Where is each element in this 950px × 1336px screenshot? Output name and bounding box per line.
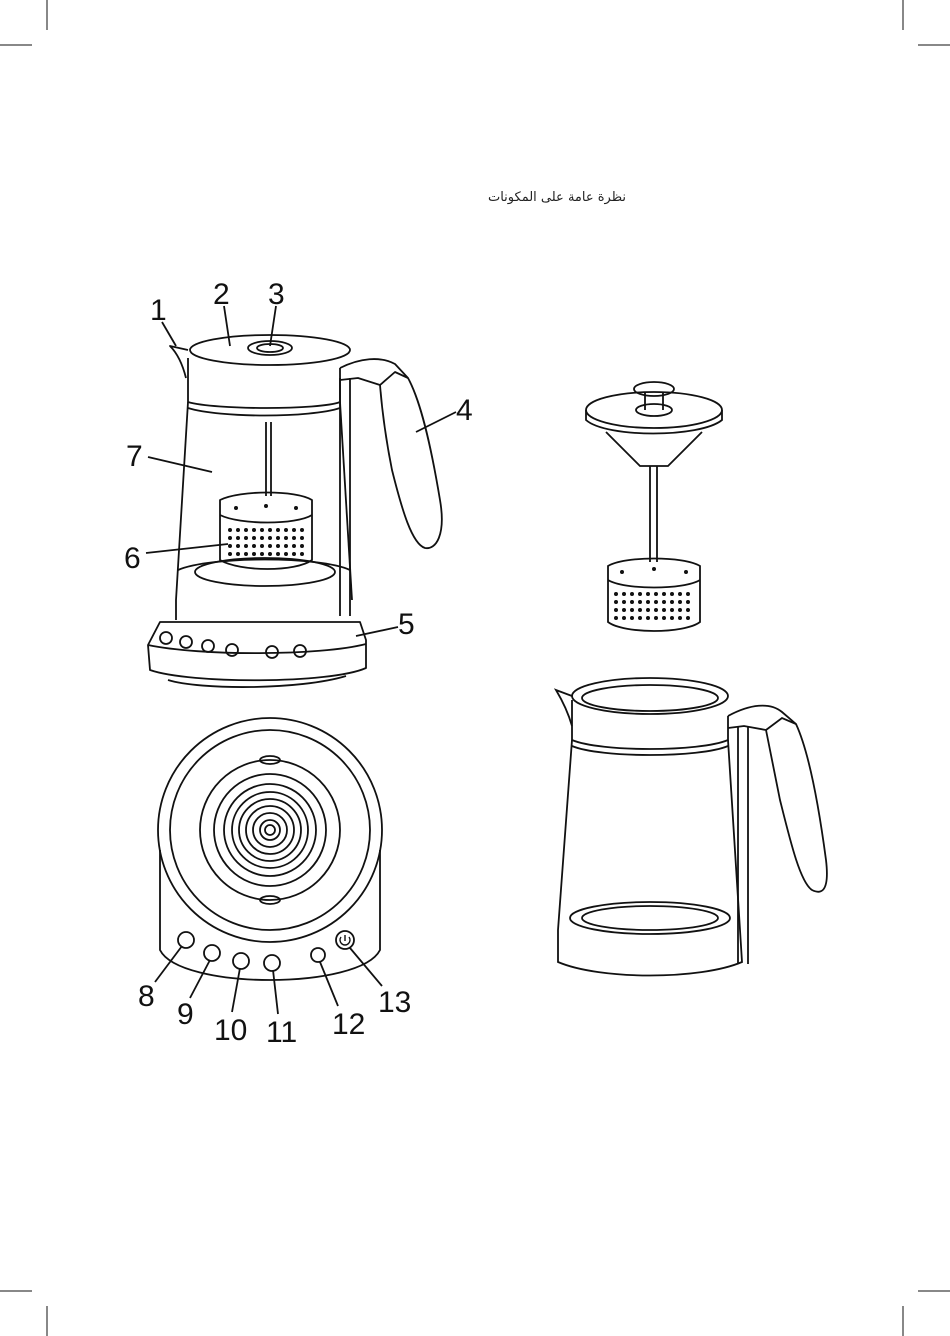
callout-9: 9 <box>177 998 194 1031</box>
callout-10: 10 <box>214 1014 247 1047</box>
callout-12: 12 <box>332 1008 365 1041</box>
base-top-view-drawing <box>155 718 382 1014</box>
callout-13: 13 <box>378 986 411 1019</box>
callout-8: 8 <box>138 980 155 1013</box>
callout-1: 1 <box>150 294 167 327</box>
infuser-assembly-drawing <box>586 382 722 631</box>
callout-6: 6 <box>124 542 141 575</box>
callout-4: 4 <box>456 394 473 427</box>
callout-7: 7 <box>126 440 143 473</box>
callout-11: 11 <box>266 1016 297 1049</box>
glass-jug-drawing <box>556 678 827 976</box>
spout <box>170 346 188 378</box>
callout-5: 5 <box>398 608 415 641</box>
lid-outline <box>190 335 350 365</box>
callout-2: 2 <box>213 278 230 311</box>
callout-3: 3 <box>268 278 285 311</box>
